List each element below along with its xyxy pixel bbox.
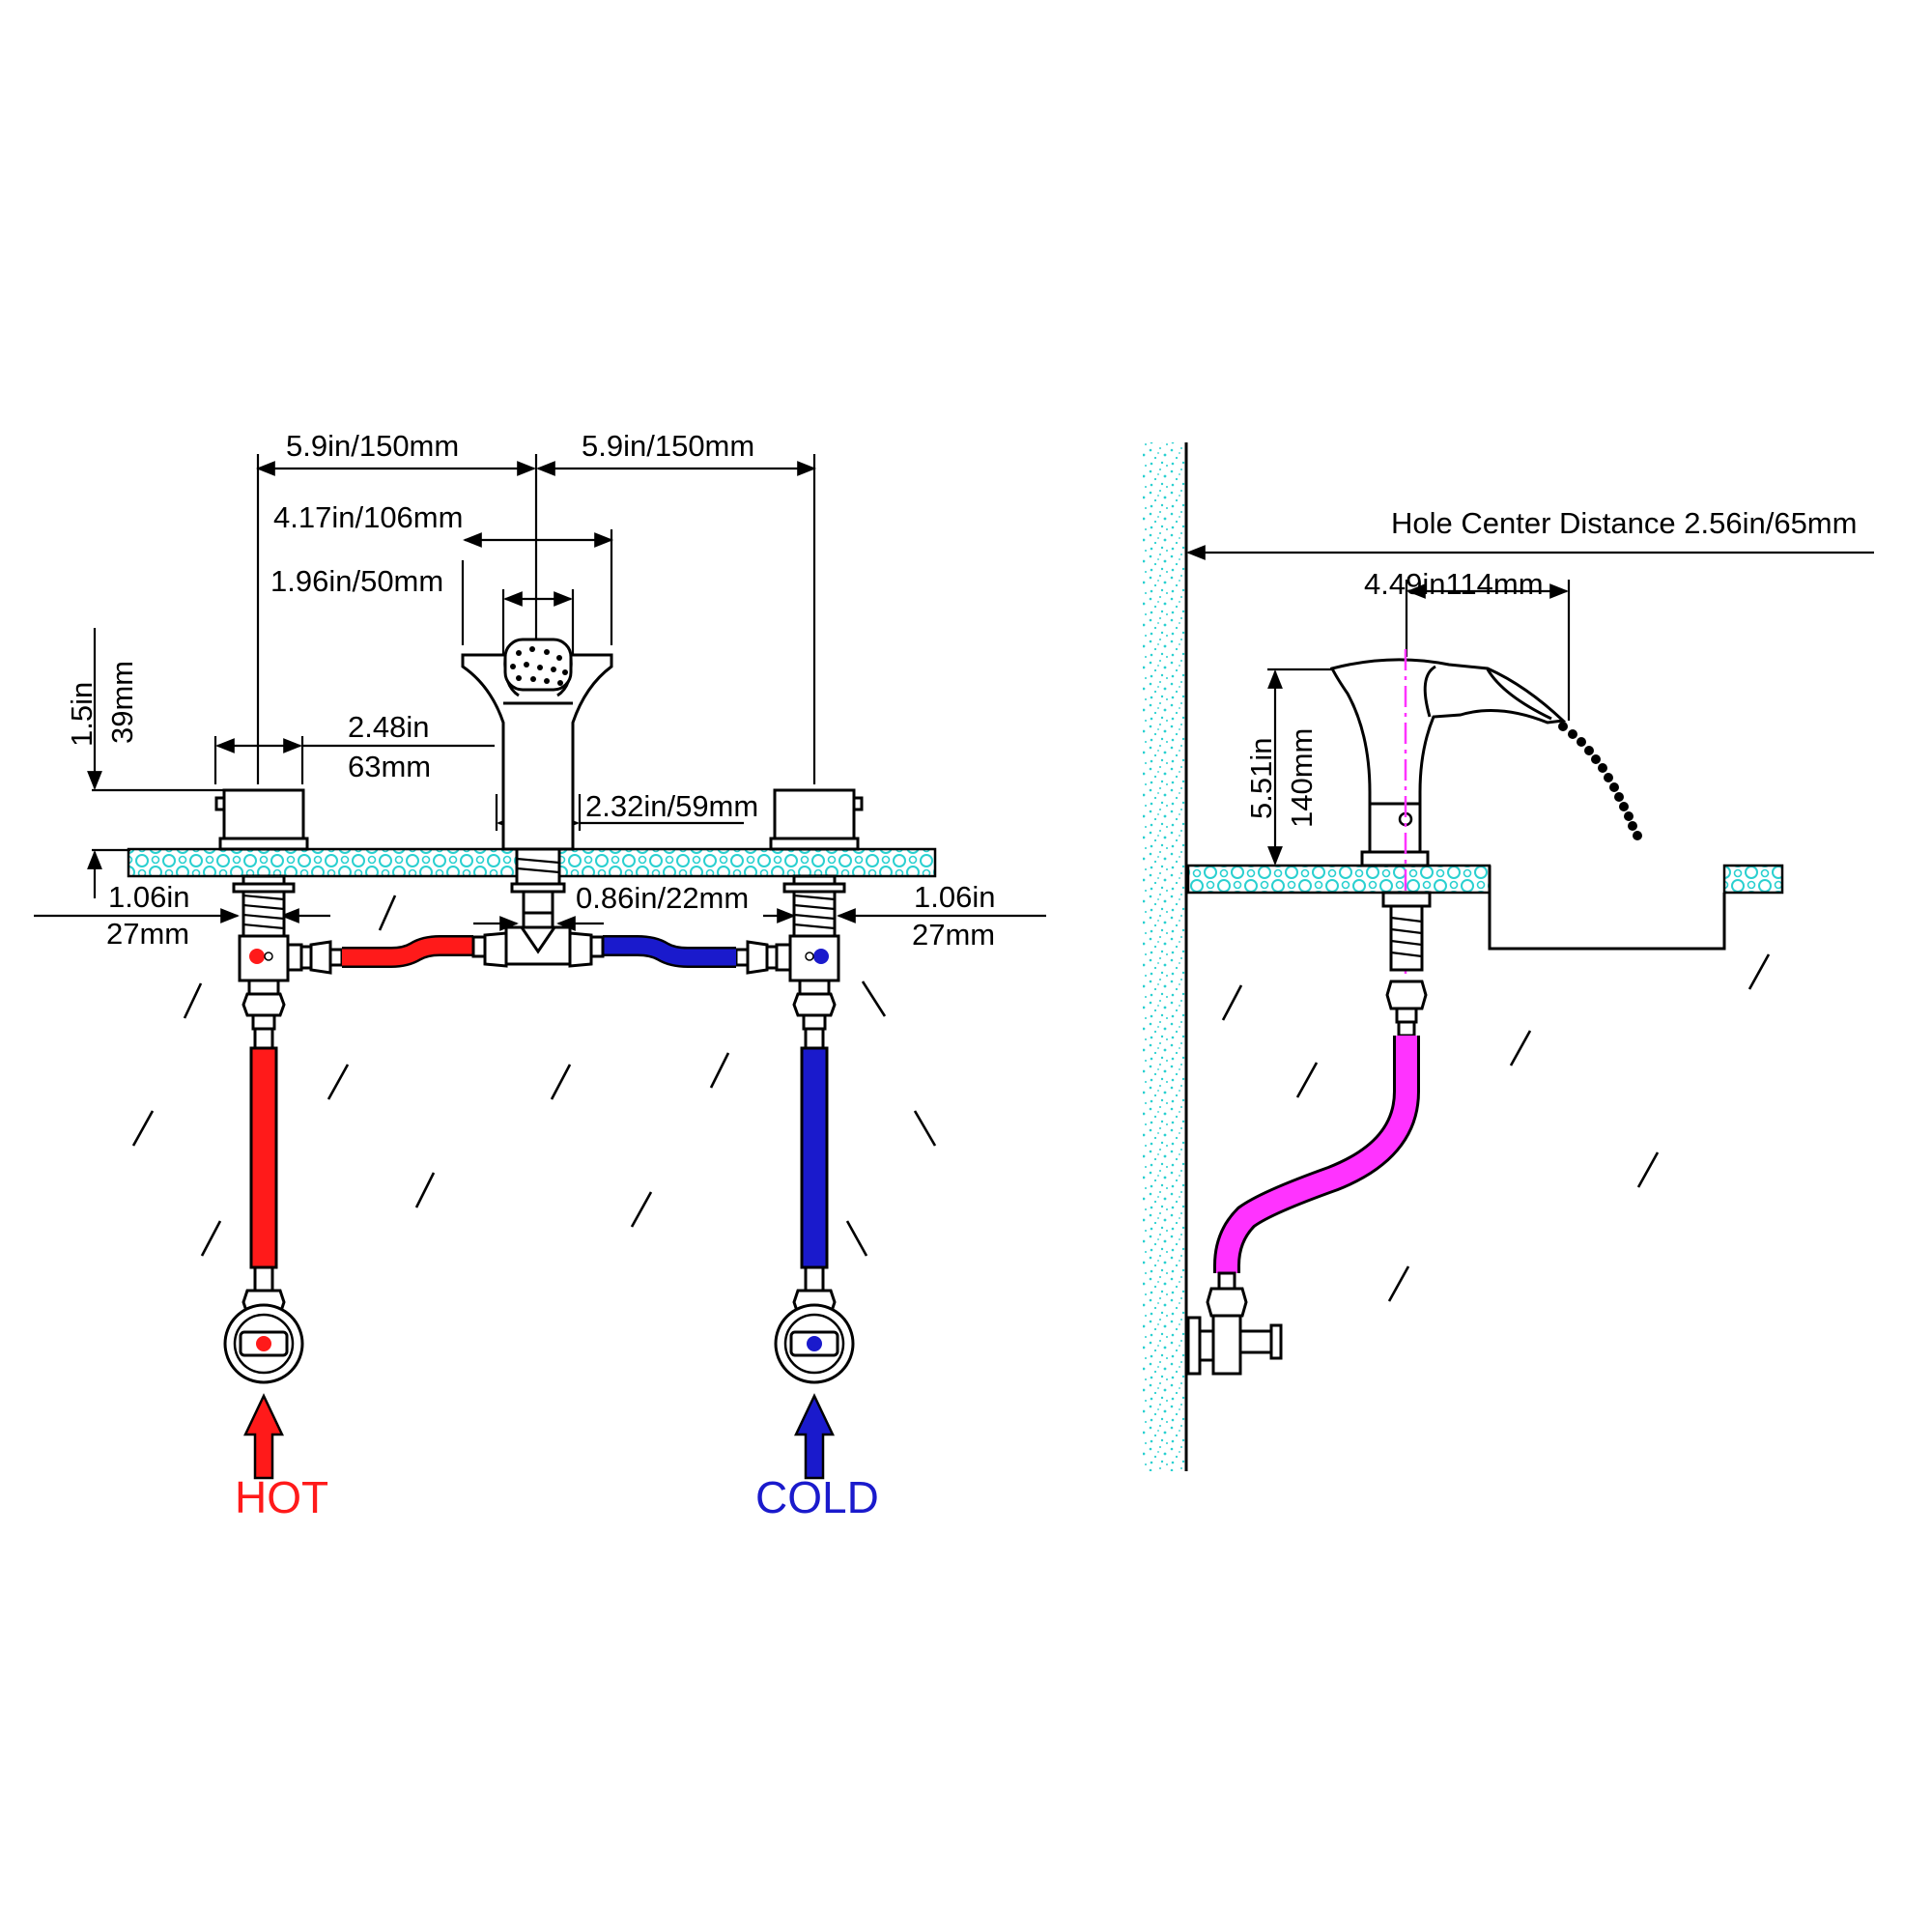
hot-handle bbox=[214, 788, 309, 851]
cold-valve-shank bbox=[782, 874, 846, 938]
dim-aerator-width: 1.96in/50mm bbox=[270, 564, 443, 598]
dim-left-shank-mm: 27mm bbox=[106, 917, 189, 951]
wall bbox=[1143, 442, 1186, 1471]
front-view: 5.9in/150mm 5.9in/150mm 4.17in/106mm 1.9… bbox=[34, 429, 1046, 1522]
sink-basin bbox=[1488, 866, 1726, 951]
aerator-screen bbox=[503, 638, 573, 692]
cold-valve-body bbox=[775, 934, 840, 1031]
hot-valve-body bbox=[238, 934, 303, 1031]
hot-supply-hose bbox=[249, 1027, 278, 1293]
dim-center-shank: 0.86in/22mm bbox=[576, 881, 749, 915]
dim-right-shank-in: 1.06in bbox=[914, 880, 995, 914]
cold-shutoff-valve bbox=[774, 1289, 855, 1384]
side-faucet-body bbox=[1329, 658, 1567, 867]
sink-rim bbox=[1722, 864, 1784, 895]
dim-height-in: 5.51in bbox=[1244, 738, 1278, 819]
side-view: Hole Center Distance 2.56in/65mm 4.49in1… bbox=[1143, 442, 1874, 1471]
side-shank bbox=[1381, 891, 1432, 1037]
dim-handle-height-mm: 39mm bbox=[105, 661, 139, 744]
dim-spout-reach: 4.49in114mm bbox=[1364, 567, 1544, 601]
spout bbox=[461, 638, 613, 851]
dim-height-mm: 140mm bbox=[1285, 728, 1319, 828]
side-countertop bbox=[1186, 864, 1492, 895]
dim-base-width: 2.32in/59mm bbox=[585, 789, 758, 823]
tee-connector bbox=[471, 911, 605, 968]
cabinet-hatching bbox=[131, 895, 937, 1257]
hot-label: HOT bbox=[235, 1472, 328, 1522]
hot-inlet-arrow-icon bbox=[243, 1393, 284, 1480]
hot-valve-shank bbox=[232, 874, 296, 938]
hot-connector-nut bbox=[299, 940, 344, 975]
dim-handle-width-mm: 63mm bbox=[348, 750, 431, 783]
dim-handle-height-in: 1.5in bbox=[65, 682, 99, 747]
cold-inlet-arrow-icon bbox=[794, 1393, 835, 1480]
hot-shutoff-valve bbox=[223, 1289, 304, 1384]
cold-handle bbox=[769, 788, 864, 851]
dim-right-spacing: 5.9in/150mm bbox=[582, 429, 754, 463]
cold-supply-hose bbox=[800, 1027, 829, 1293]
dim-left-shank-in: 1.06in bbox=[108, 880, 189, 914]
waterfall-stream bbox=[1558, 722, 1642, 840]
side-shutoff-valve bbox=[1186, 1271, 1283, 1376]
cold-label: COLD bbox=[755, 1472, 879, 1522]
side-cabinet-hatching bbox=[1221, 953, 1771, 1302]
cold-connector-nut bbox=[734, 940, 779, 975]
dim-right-shank-mm: 27mm bbox=[912, 918, 995, 952]
dim-left-spacing: 5.9in/150mm bbox=[286, 429, 459, 463]
dim-hole-center: Hole Center Distance 2.56in/65mm bbox=[1391, 506, 1857, 540]
dim-handle-width-in: 2.48in bbox=[348, 710, 429, 744]
dim-spout-width: 4.17in/106mm bbox=[273, 500, 463, 534]
spout-shank bbox=[510, 847, 566, 915]
